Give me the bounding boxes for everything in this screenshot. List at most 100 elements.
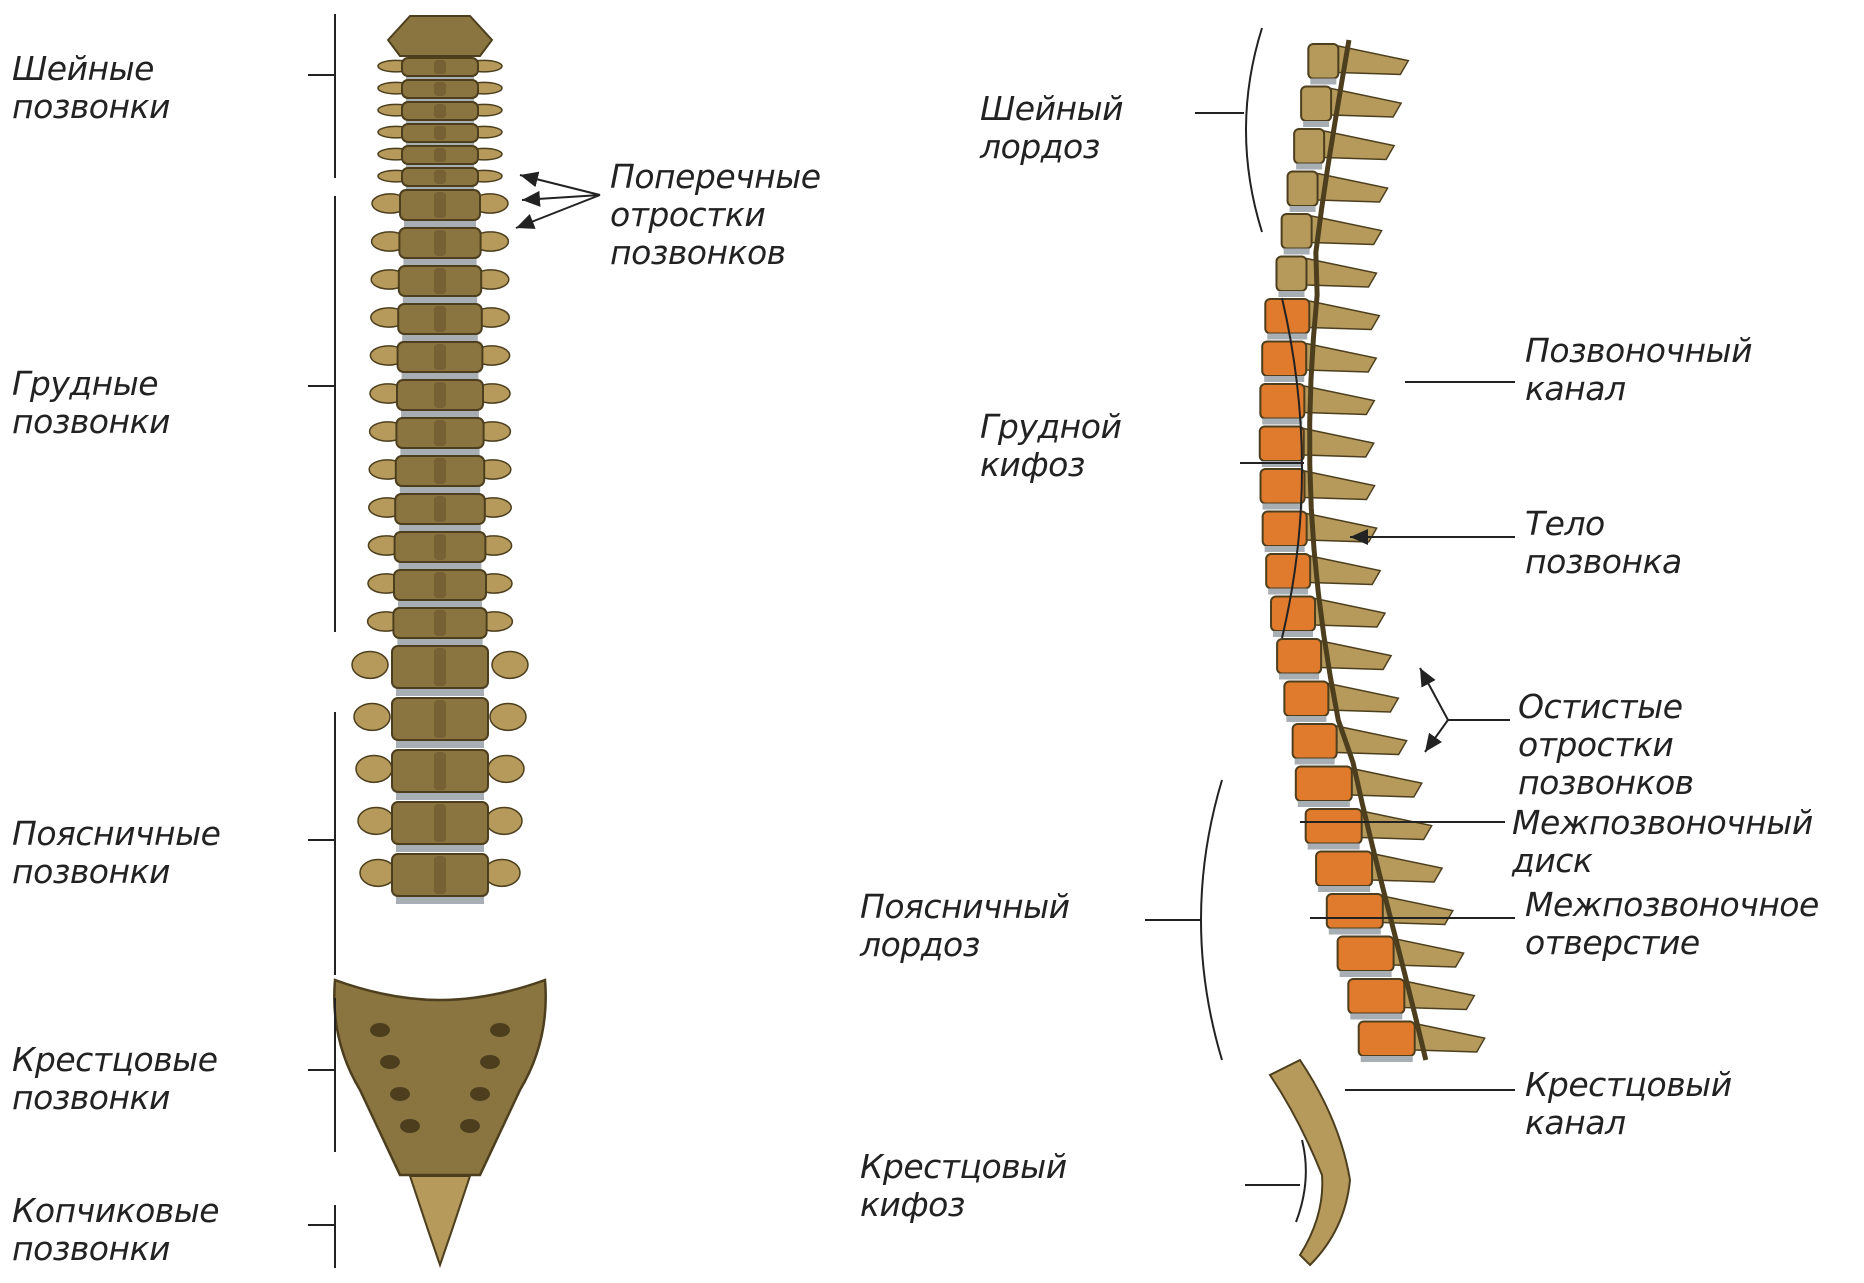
spinous-process <box>1309 301 1379 330</box>
sacral-foramen <box>400 1119 420 1133</box>
vertebral-body <box>1294 129 1324 164</box>
bracket-lumbar-lordosis <box>1201 780 1222 1060</box>
intervertebral-disc <box>1278 291 1304 297</box>
transverse-process <box>488 755 524 782</box>
vertebra-shadow <box>434 534 446 560</box>
intervertebral-disc <box>404 220 476 228</box>
intervertebral-disc <box>397 638 482 646</box>
vertebral-body <box>1348 979 1404 1014</box>
intervertebral-disc <box>400 486 480 494</box>
intervertebral-disc <box>401 410 479 418</box>
intervertebral-disc <box>1263 504 1303 510</box>
vertebral-body <box>1301 87 1331 122</box>
coccyx <box>410 1176 470 1265</box>
intervertebral-disc <box>1310 79 1336 85</box>
vertebral-body <box>1265 299 1309 334</box>
intervertebral-disc <box>403 296 477 304</box>
sacral-foramen <box>470 1087 490 1101</box>
atlas-vertebra <box>388 16 492 56</box>
intervertebral-disc <box>1273 631 1313 637</box>
vertebral-body <box>1293 724 1337 759</box>
label-coccygeal-vertebrae: Копчиковые позвонки <box>12 1192 219 1268</box>
vertebra-shadow <box>434 230 446 256</box>
intervertebral-disc <box>1284 249 1310 255</box>
transverse-process <box>484 859 520 886</box>
sacral-foramen <box>370 1023 390 1037</box>
label-sacral-canal: Крестцовый канал <box>1525 1066 1732 1142</box>
vertebral-body <box>1277 639 1321 674</box>
spinous-process <box>1306 344 1376 373</box>
intervertebral-disc <box>1303 121 1329 127</box>
spinous-process <box>1315 599 1385 628</box>
label-spinal-canal: Позвоночный канал <box>1525 332 1752 408</box>
intervertebral-disc <box>1361 1056 1413 1062</box>
intervertebral-disc <box>396 896 484 904</box>
vertebra-shadow <box>434 752 446 790</box>
transverse-process <box>486 807 522 834</box>
sacral-foramen <box>490 1023 510 1037</box>
vertebral-body <box>1260 427 1304 462</box>
sacral-foramen <box>390 1087 410 1101</box>
intervertebral-disc <box>1279 674 1319 680</box>
spinous-process <box>1310 556 1380 585</box>
front-view-spine <box>334 16 545 1265</box>
vertebral-body <box>1284 682 1328 717</box>
vertebra-shadow <box>434 306 446 332</box>
intervertebral-disc <box>396 740 484 748</box>
vertebral-body <box>1306 809 1362 844</box>
label-thoracic-vertebrae: Грудные позвонки <box>12 365 170 441</box>
intervertebral-disc <box>1286 716 1326 722</box>
intervertebral-disc <box>1295 759 1335 765</box>
vertebra-shadow <box>434 648 446 686</box>
transverse-process <box>492 651 528 678</box>
spinous-process <box>1304 429 1374 458</box>
intervertebral-disc <box>1298 801 1350 807</box>
intervertebral-disc <box>396 844 484 852</box>
bracket-sacral-kyphosis <box>1296 1140 1306 1222</box>
vertebral-body <box>1262 342 1306 377</box>
intervertebral-disc <box>399 524 481 532</box>
transverse-process <box>356 755 392 782</box>
label-lumbar-lordosis: Поясничный лордоз <box>860 888 1070 964</box>
vertebral-body <box>1282 214 1312 249</box>
vertebral-body <box>1296 767 1352 802</box>
vertebra-shadow <box>434 60 446 74</box>
label-cervical-vertebrae: Шейные позвонки <box>12 50 170 126</box>
spinous-process <box>1328 684 1398 713</box>
arrow-transverse-1 <box>520 175 600 195</box>
vertebral-body <box>1316 852 1372 887</box>
label-intervertebral-foramen: Межпозвоночное отверстие <box>1525 886 1819 962</box>
label-sacral-vertebrae: Крестцовые позвонки <box>12 1041 218 1117</box>
intervertebral-disc <box>399 562 482 570</box>
spinous-process <box>1304 386 1374 415</box>
vertebral-body <box>1261 469 1305 504</box>
sacral-foramen <box>380 1055 400 1069</box>
intervertebral-disc <box>402 372 479 380</box>
label-intervertebral-disc: Межпозвоночный диск <box>1512 804 1813 880</box>
intervertebral-disc <box>396 688 484 696</box>
sacral-foramen <box>480 1055 500 1069</box>
vertebra-shadow <box>434 382 446 408</box>
intervertebral-disc <box>396 792 484 800</box>
vertebra-shadow <box>434 700 446 738</box>
intervertebral-disc <box>1329 929 1381 935</box>
arrow-spinous-1 <box>1420 668 1448 720</box>
label-transverse-processes: Поперечные отростки позвонков <box>610 158 821 272</box>
intervertebral-disc <box>398 600 482 608</box>
vertebra-shadow <box>434 856 446 894</box>
intervertebral-disc <box>403 258 476 266</box>
label-spinous-processes: Остистые отростки позвонков <box>1518 688 1694 802</box>
transverse-process <box>354 703 390 730</box>
arrow-spinous-2 <box>1425 720 1448 752</box>
sacrum-side <box>1270 1060 1350 1265</box>
intervertebral-disc <box>1296 164 1322 170</box>
label-vertebral-body: Тело позвонка <box>1525 505 1682 581</box>
vertebra-shadow <box>434 126 446 140</box>
vertebral-body <box>1327 894 1383 929</box>
vertebra-shadow <box>434 572 446 598</box>
transverse-process <box>352 651 388 678</box>
label-thoracic-kyphosis: Грудной кифоз <box>980 408 1121 484</box>
vertebra-shadow <box>434 268 446 294</box>
label-cervical-lordosis: Шейный лордоз <box>980 90 1123 166</box>
